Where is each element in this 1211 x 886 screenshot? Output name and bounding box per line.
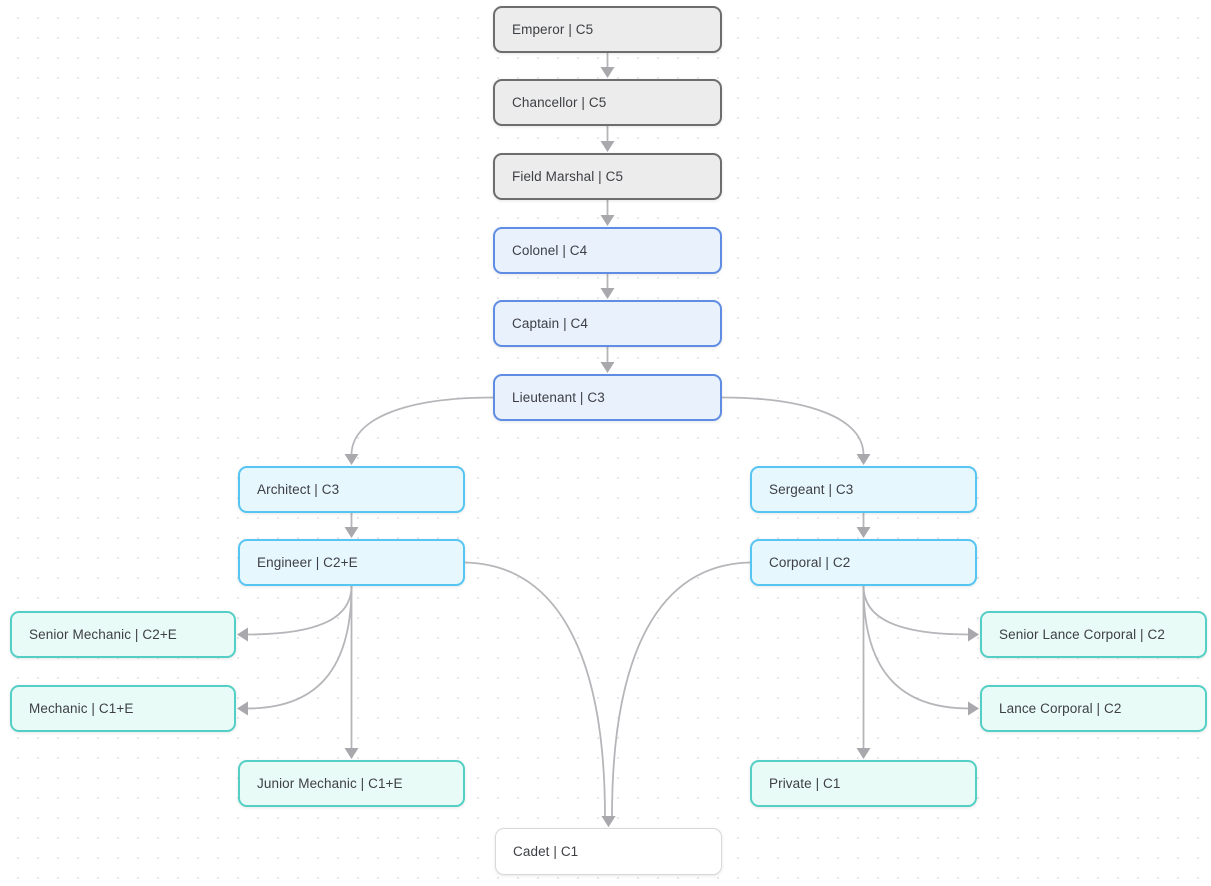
edge-sergeant-to-corporal-arrowhead [856, 527, 871, 538]
node-architect[interactable]: Architect | C3 [238, 466, 465, 513]
node-label: Cadet | C1 [513, 844, 579, 859]
edge-corporal-to-senior-lance-corporal-arrowhead [968, 627, 979, 642]
node-label: Sergeant | C3 [769, 482, 854, 497]
edge-engineer-to-cadet [464, 561, 606, 818]
edge-architect-to-engineer-arrowhead [344, 527, 359, 538]
edge-chancellor-to-field-marshal-arrowhead [600, 141, 615, 152]
node-label: Corporal | C2 [769, 555, 851, 570]
node-senior-mechanic[interactable]: Senior Mechanic | C2+E [10, 611, 236, 658]
edge-corporal-to-lance-corporal [862, 585, 970, 710]
edge-lieutenant-to-architect-arrowhead [344, 454, 359, 465]
node-label: Engineer | C2+E [257, 555, 358, 570]
edge-corporal-to-senior-lance-corporal [862, 585, 970, 636]
node-label: Junior Mechanic | C1+E [257, 776, 403, 791]
node-senior-lance-corporal[interactable]: Senior Lance Corporal | C2 [980, 611, 1207, 658]
node-cadet[interactable]: Cadet | C1 [495, 828, 722, 875]
edge-engineer-to-mechanic [246, 585, 353, 710]
node-sergeant[interactable]: Sergeant | C3 [750, 466, 977, 513]
node-colonel[interactable]: Colonel | C4 [493, 227, 722, 274]
edge-lieutenant-to-sergeant-arrowhead [856, 454, 871, 465]
edge-engineer-to-senior-mechanic [246, 585, 353, 636]
edge-captain-to-lieutenant-arrowhead [600, 362, 615, 373]
node-captain[interactable]: Captain | C4 [493, 300, 722, 347]
node-label: Field Marshal | C5 [512, 169, 624, 184]
node-mechanic[interactable]: Mechanic | C1+E [10, 685, 236, 732]
edge-corporal-to-cadet-arrowhead [601, 816, 616, 827]
node-label: Emperor | C5 [512, 22, 594, 37]
edge-emperor-to-chancellor-arrowhead [600, 67, 615, 78]
edge-colonel-to-captain-arrowhead [600, 288, 615, 299]
node-engineer[interactable]: Engineer | C2+E [238, 539, 465, 586]
node-label: Senior Lance Corporal | C2 [999, 627, 1165, 642]
node-label: Architect | C3 [257, 482, 340, 497]
node-label: Chancellor | C5 [512, 95, 607, 110]
node-emperor[interactable]: Emperor | C5 [493, 6, 722, 53]
node-label: Colonel | C4 [512, 243, 588, 258]
edge-lieutenant-to-architect [350, 396, 494, 456]
edge-engineer-to-mechanic-arrowhead [237, 701, 248, 716]
node-junior-mechanic[interactable]: Junior Mechanic | C1+E [238, 760, 465, 807]
edge-engineer-to-junior-mechanic-arrowhead [344, 748, 359, 759]
node-label: Lieutenant | C3 [512, 390, 605, 405]
node-field-marshal[interactable]: Field Marshal | C5 [493, 153, 722, 200]
edge-engineer-to-senior-mechanic-arrowhead [237, 627, 248, 642]
node-chancellor[interactable]: Chancellor | C5 [493, 79, 722, 126]
node-lieutenant[interactable]: Lieutenant | C3 [493, 374, 722, 421]
node-label: Captain | C4 [512, 316, 588, 331]
edge-lieutenant-to-sergeant [721, 396, 865, 456]
node-lance-corporal[interactable]: Lance Corporal | C2 [980, 685, 1207, 732]
node-label: Private | C1 [769, 776, 841, 791]
node-corporal[interactable]: Corporal | C2 [750, 539, 977, 586]
edge-field-marshal-to-colonel-arrowhead [600, 215, 615, 226]
node-label: Senior Mechanic | C2+E [29, 627, 177, 642]
edge-corporal-to-lance-corporal-arrowhead [968, 701, 979, 716]
edge-corporal-to-cadet [611, 561, 751, 818]
node-label: Mechanic | C1+E [29, 701, 134, 716]
node-label: Lance Corporal | C2 [999, 701, 1122, 716]
node-private[interactable]: Private | C1 [750, 760, 977, 807]
edge-corporal-to-private-arrowhead [856, 748, 871, 759]
